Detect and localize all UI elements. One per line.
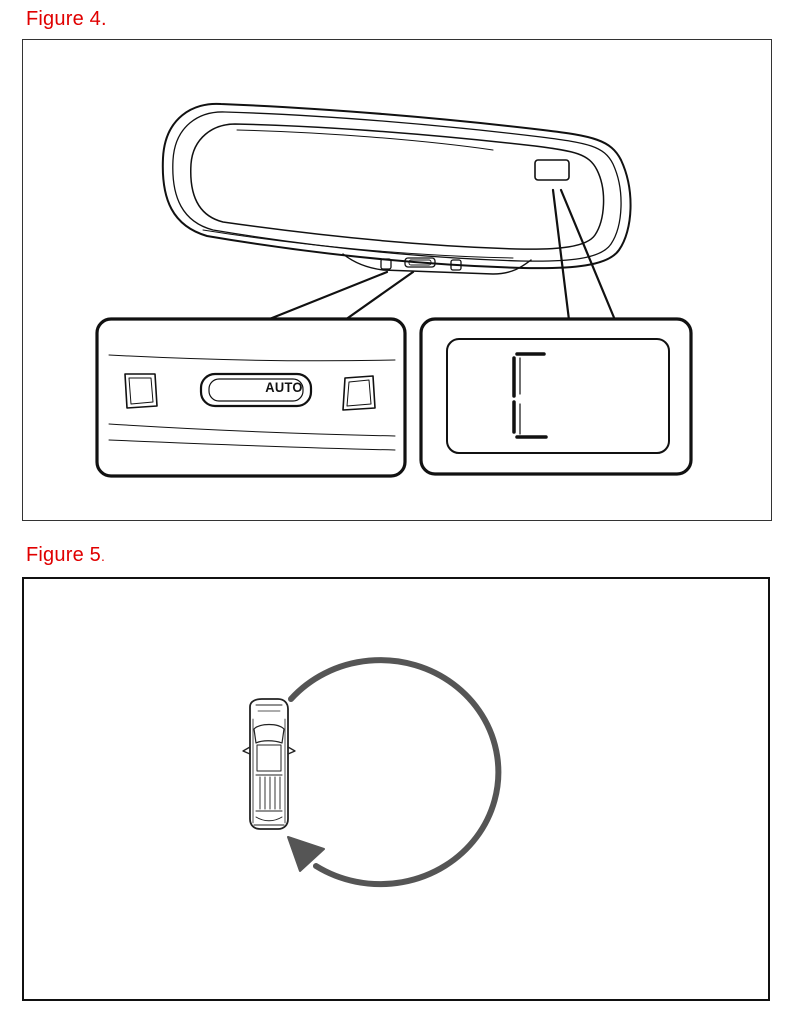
figure-4-title: Figure 4.	[26, 8, 107, 30]
figure-5-illustration	[242, 657, 502, 888]
car-top-view-icon	[242, 698, 296, 830]
compass-display-glyph	[512, 352, 548, 439]
figure-5-title: Figure 5.	[26, 544, 106, 566]
figure-5-title-text: Figure 5	[26, 544, 101, 566]
figure-4-title-text: Figure 4	[26, 8, 101, 30]
auto-button-outline	[199, 372, 313, 408]
circular-arrow-icon	[287, 657, 502, 888]
figure-4-illustration	[95, 102, 693, 478]
auto-button-label: AUTO	[265, 379, 303, 395]
figure-4-panel: AUTO	[22, 39, 772, 521]
rearview-mirror-icon	[161, 102, 632, 275]
figure-5-panel	[22, 577, 770, 1001]
